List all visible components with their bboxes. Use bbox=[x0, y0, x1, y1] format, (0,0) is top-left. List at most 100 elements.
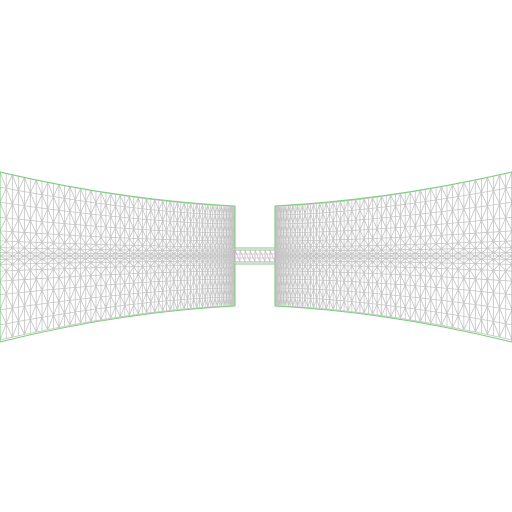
mesh-edge bbox=[414, 190, 421, 204]
mesh-edge bbox=[128, 217, 135, 230]
mesh-edge bbox=[12, 252, 19, 257]
mesh-edge bbox=[30, 252, 37, 257]
mesh-edge bbox=[142, 282, 148, 293]
mesh-edge bbox=[110, 284, 116, 297]
mesh-edge bbox=[307, 260, 311, 266]
mesh-edge bbox=[446, 248, 453, 254]
mesh-edge bbox=[146, 281, 152, 293]
mesh-edge bbox=[177, 253, 182, 257]
mesh-edge bbox=[193, 231, 198, 241]
mesh-edge bbox=[169, 257, 175, 262]
mesh-edge bbox=[419, 267, 426, 276]
mesh-edge bbox=[475, 290, 482, 292]
mesh-edge bbox=[53, 262, 60, 270]
mesh-edge bbox=[359, 229, 365, 240]
mesh-edge bbox=[227, 232, 230, 242]
mesh-edge bbox=[288, 253, 292, 257]
mesh-edge bbox=[316, 255, 320, 259]
mesh-edge bbox=[329, 246, 334, 251]
mesh-edge bbox=[80, 188, 87, 202]
mesh-edge bbox=[95, 244, 102, 250]
mesh-edge bbox=[405, 295, 411, 298]
mesh-edge bbox=[339, 210, 345, 222]
mesh-edge bbox=[372, 249, 378, 254]
mesh-edge bbox=[377, 196, 382, 198]
mesh-edge bbox=[292, 279, 296, 289]
mesh-edge bbox=[220, 240, 224, 248]
mesh-edge bbox=[193, 260, 198, 266]
mesh-edge bbox=[64, 198, 71, 212]
mesh-edge bbox=[290, 205, 294, 215]
mesh-edge bbox=[351, 210, 357, 221]
mesh-edge bbox=[395, 306, 401, 308]
mesh-edge bbox=[29, 220, 37, 234]
mesh-edge bbox=[457, 252, 465, 257]
mesh-edge bbox=[487, 263, 494, 271]
mesh-edge bbox=[100, 253, 107, 257]
mesh-edge bbox=[310, 253, 314, 257]
mesh-edge bbox=[290, 255, 294, 259]
mesh-edge bbox=[90, 275, 97, 286]
mesh-edge bbox=[304, 297, 309, 308]
mesh-edge bbox=[105, 255, 111, 259]
mesh-edge bbox=[377, 314, 382, 316]
mesh-edge bbox=[74, 243, 81, 250]
mesh-edge bbox=[351, 199, 357, 211]
mesh-edge bbox=[12, 270, 19, 281]
mesh-edge bbox=[30, 317, 37, 320]
mesh-edge bbox=[292, 253, 296, 257]
mesh-edge bbox=[128, 304, 135, 316]
mesh-edge bbox=[322, 280, 327, 291]
mesh-edge bbox=[162, 239, 167, 247]
mesh-edge bbox=[176, 231, 182, 241]
mesh-edge bbox=[395, 258, 401, 263]
mesh-edge bbox=[283, 288, 286, 298]
mesh-edge bbox=[69, 311, 76, 326]
mesh-edge bbox=[209, 232, 214, 241]
mesh-edge bbox=[297, 271, 301, 280]
mesh-edge bbox=[343, 255, 349, 259]
mesh-edge bbox=[64, 186, 71, 199]
mesh-edge bbox=[75, 258, 81, 264]
mesh-edge bbox=[481, 258, 488, 265]
mesh-edge bbox=[368, 238, 374, 246]
mesh-edge bbox=[41, 194, 48, 197]
mesh-edge bbox=[280, 232, 283, 242]
mesh-edge bbox=[133, 273, 139, 284]
mesh-edge bbox=[435, 300, 442, 313]
mesh-edge bbox=[420, 255, 426, 260]
mesh-edge bbox=[202, 265, 206, 272]
mesh-edge bbox=[414, 267, 421, 276]
mesh-edge bbox=[124, 206, 130, 219]
mesh-edge bbox=[304, 250, 309, 255]
mesh-edge bbox=[226, 257, 229, 262]
mesh-edge bbox=[74, 311, 81, 324]
mesh-edge bbox=[322, 257, 327, 262]
mesh-edge bbox=[304, 260, 309, 266]
mesh-edge bbox=[505, 202, 512, 219]
mesh-edge bbox=[53, 222, 60, 235]
mesh-edge bbox=[190, 298, 195, 309]
mesh-edge bbox=[441, 223, 448, 236]
mesh-edge bbox=[169, 201, 175, 212]
mesh-edge bbox=[441, 198, 448, 212]
mesh-edge bbox=[319, 255, 324, 259]
mesh-edge bbox=[207, 260, 211, 266]
mesh-edge bbox=[239, 249, 246, 263]
mesh-edge bbox=[162, 291, 167, 302]
mesh-edge bbox=[452, 222, 459, 224]
mesh-edge bbox=[325, 250, 330, 255]
mesh-edge bbox=[204, 223, 209, 233]
mesh-edge bbox=[196, 204, 201, 214]
mesh-edge bbox=[154, 255, 159, 259]
mesh-edge bbox=[11, 280, 19, 293]
mesh-edge bbox=[288, 250, 292, 255]
mesh-edge bbox=[463, 194, 471, 210]
mesh-edge bbox=[53, 248, 60, 254]
mesh-edge bbox=[280, 205, 283, 215]
mesh-edge bbox=[399, 274, 406, 286]
mesh-edge bbox=[435, 311, 442, 326]
mesh-edge bbox=[332, 300, 338, 310]
mesh-edge bbox=[410, 202, 416, 205]
mesh-edge bbox=[414, 213, 421, 227]
